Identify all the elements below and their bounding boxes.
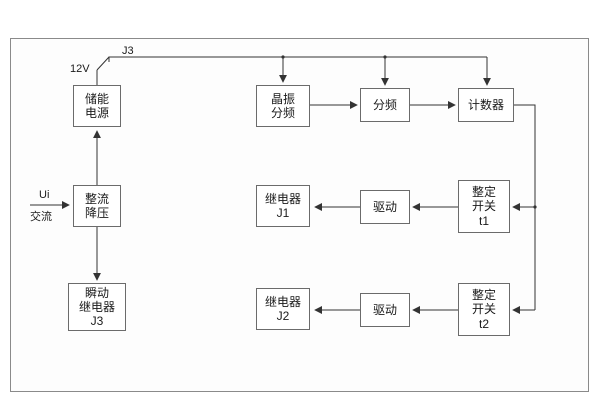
instant-relay-label: 继电器 xyxy=(78,299,115,314)
crystal-divider-box: 晶振 分频 xyxy=(256,85,310,127)
junction-dot xyxy=(533,205,537,209)
setting-switch-t1-label: 整定 xyxy=(471,185,496,200)
switch-blade xyxy=(96,56,110,71)
relay-j2-label: J2 xyxy=(276,309,290,323)
setting-switch-t2-label: 开关 xyxy=(471,302,496,317)
relay-j1-label: 继电器 xyxy=(264,191,301,206)
rectifier-label: 降压 xyxy=(84,206,109,220)
storage-power-box: 储能 电源 xyxy=(73,85,121,127)
counter-box: 计数器 xyxy=(458,88,514,122)
drive-1-box: 驱动 xyxy=(360,190,410,224)
instant-relay-label: J3 xyxy=(90,314,104,329)
divider-label: 分频 xyxy=(372,97,397,112)
drive-1-label: 驱动 xyxy=(372,199,397,214)
crystal-divider-label: 晶振 xyxy=(270,91,295,106)
switch-j3-label: J3 xyxy=(122,45,134,57)
instant-relay-label: 瞬动 xyxy=(84,285,109,300)
junction-dot xyxy=(383,55,387,59)
power-bus xyxy=(108,56,487,62)
crystal-divider-label: 分频 xyxy=(270,106,295,120)
voltage-12v-label: 12V xyxy=(70,63,90,75)
setting-switch-t1-label: t1 xyxy=(478,213,489,228)
divider-box: 分频 xyxy=(360,88,410,122)
setting-switch-t1-box: 整定 开关 t1 xyxy=(458,180,510,233)
input-ui-label: Ui xyxy=(39,189,50,201)
relay-j2-box: 继电器 J2 xyxy=(256,288,310,330)
relay-j1-label: J1 xyxy=(276,206,290,220)
counter-label: 计数器 xyxy=(467,97,504,112)
rectifier-label: 整流 xyxy=(84,191,109,206)
storage-power-label: 电源 xyxy=(84,106,109,120)
setting-switch-t2-label: 整定 xyxy=(471,288,496,303)
relay-j1-box: 继电器 J1 xyxy=(256,185,310,227)
drive-2-box: 驱动 xyxy=(360,293,410,327)
input-ac-label: 交流 xyxy=(30,211,52,223)
wire-counter-rail xyxy=(514,104,536,310)
storage-power-label: 储能 xyxy=(84,91,109,106)
setting-switch-t2-box: 整定 开关 t2 xyxy=(458,283,510,336)
setting-switch-t2-label: t2 xyxy=(478,316,489,331)
relay-j2-label: 继电器 xyxy=(264,294,301,309)
instant-relay-j3-box: 瞬动 继电器 J3 xyxy=(68,283,126,331)
junction-dot xyxy=(281,55,285,59)
drive-2-label: 驱动 xyxy=(372,302,397,317)
setting-switch-t1-label: 开关 xyxy=(471,199,496,214)
rectifier-box: 整流 降压 xyxy=(73,185,121,227)
